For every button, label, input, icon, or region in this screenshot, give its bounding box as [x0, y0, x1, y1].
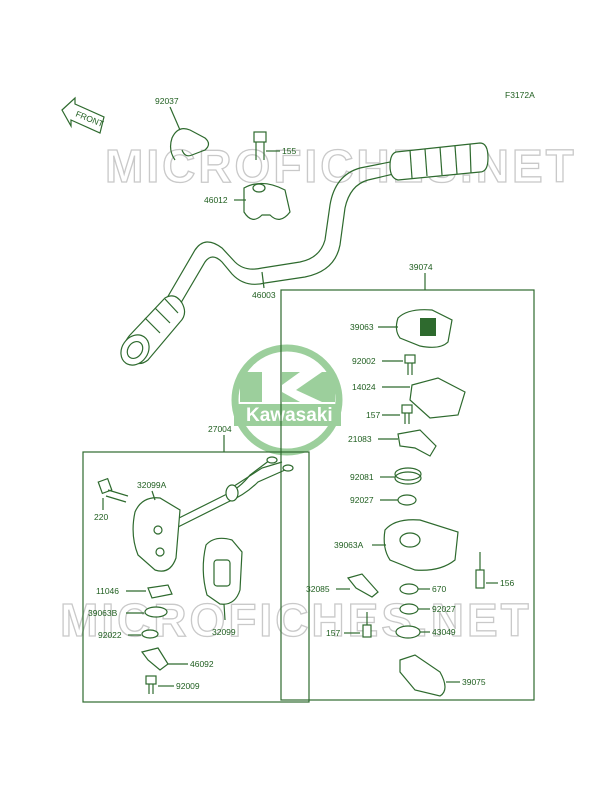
- group-box-39074: [280, 289, 535, 701]
- handlebar-46003: [120, 142, 489, 366]
- plate-14024: [409, 377, 466, 419]
- clip-92037: [169, 128, 210, 161]
- leader-92037: [169, 106, 181, 131]
- label-92027-top: 92027: [350, 495, 374, 505]
- screw-157-bottom: [362, 612, 372, 638]
- washer-92027-top: [397, 494, 417, 506]
- bracket-21083: [397, 429, 437, 457]
- bolt-220: [97, 477, 129, 503]
- label-220: 220: [94, 512, 108, 522]
- watermark-bottom: MICROFICHES.NET: [60, 594, 532, 646]
- seal-43049: [395, 625, 421, 639]
- watermark-top: MICROFICHES.NET: [105, 140, 577, 192]
- label-43049: 43049: [432, 627, 456, 637]
- holder-46012: [243, 182, 291, 220]
- plate-39063B: [144, 606, 168, 618]
- lever-32085: [346, 573, 379, 598]
- label-32099: 32099: [212, 627, 236, 637]
- kawasaki-logo: Kawasaki: [231, 344, 343, 456]
- label-92009: 92009: [176, 681, 200, 691]
- label-670: 670: [432, 584, 446, 594]
- logo-wordmark: Kawasaki: [246, 405, 333, 426]
- o-ring-670: [399, 583, 419, 595]
- label-46012: 46012: [204, 195, 228, 205]
- label-11046: 11046: [96, 586, 119, 596]
- label-14024: 14024: [352, 382, 376, 392]
- label-39063: 39063: [350, 322, 374, 332]
- label-39075: 39075: [462, 677, 486, 687]
- screw-157-top: [401, 404, 413, 424]
- label-156: 156: [500, 578, 514, 588]
- housing-32099A: [132, 497, 181, 572]
- label-157-top: 157: [366, 410, 380, 420]
- k-badge-icon: [420, 318, 436, 336]
- wire-harness: [174, 456, 294, 528]
- label-39074: 39074: [409, 262, 433, 272]
- screw-92009: [145, 675, 157, 694]
- label-46092: 46092: [190, 659, 214, 669]
- screw-156: [475, 552, 485, 589]
- label-32099A: 32099A: [137, 480, 167, 490]
- label-39063B: 39063B: [88, 608, 118, 618]
- lever-46092: [140, 647, 169, 671]
- label-92002: 92002: [352, 356, 376, 366]
- label-155: 155: [282, 146, 296, 156]
- holder-hole: [252, 183, 266, 193]
- screw-92002: [404, 354, 416, 375]
- left-grip: [120, 295, 186, 366]
- label-27004: 27004: [208, 424, 232, 434]
- label-21083: 21083: [348, 434, 372, 444]
- label-92022: 92022: [98, 630, 122, 640]
- right-grip: [389, 142, 489, 181]
- label-39063A: 39063A: [334, 540, 364, 550]
- label-92037: 92037: [155, 96, 179, 106]
- bolt-155: [253, 131, 267, 160]
- label-92081: 92081: [350, 472, 374, 482]
- label-92027-bottom: 92027: [432, 604, 456, 614]
- front-arrow-icon: FRONT: [61, 96, 105, 134]
- spring-92081: [394, 467, 422, 481]
- housing-39063A: [383, 519, 459, 571]
- cover-32099: [202, 537, 243, 605]
- group-box-27004: [82, 451, 310, 703]
- lever-39075: [399, 654, 446, 697]
- label-32085: 32085: [306, 584, 330, 594]
- washer-92022: [141, 629, 159, 639]
- washer-92027-bottom: [399, 603, 419, 615]
- label-157-bottom: 157: [326, 628, 340, 638]
- clamp-11046: [147, 584, 173, 599]
- figure-code: F3172A: [505, 90, 535, 100]
- label-46003: 46003: [252, 290, 276, 300]
